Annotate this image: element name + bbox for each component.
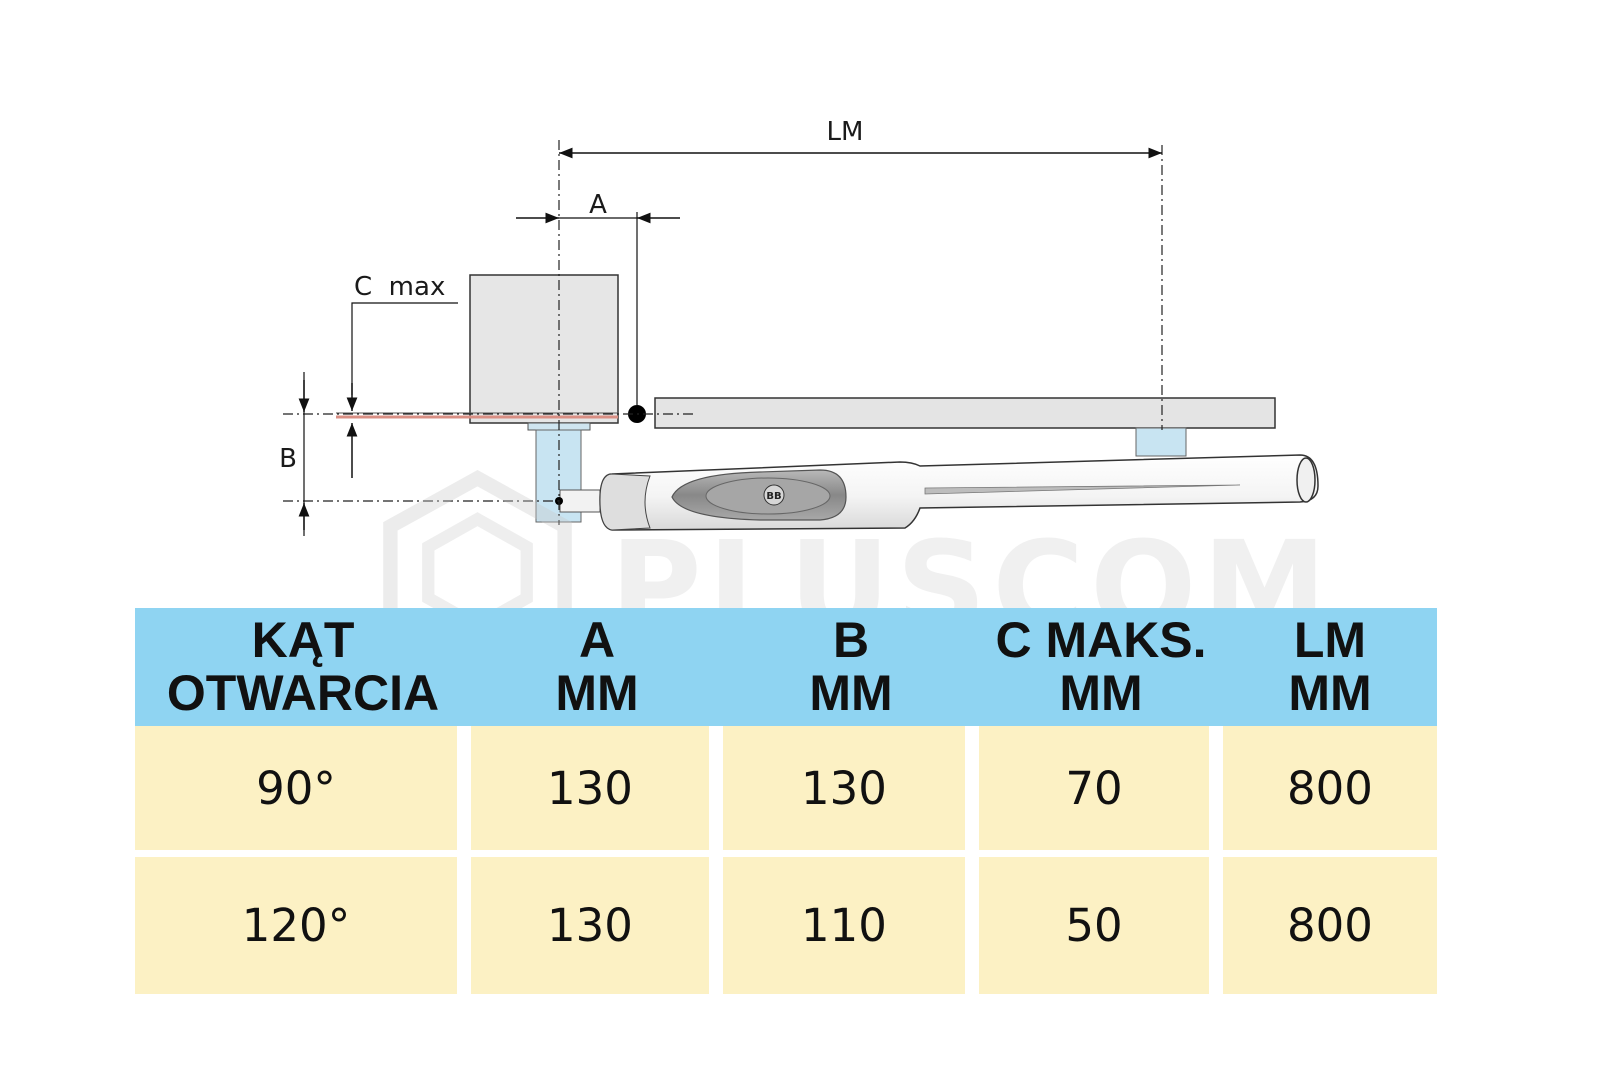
cell-c-max: 50 [979,857,1223,994]
header-c-max: C MAKS.MM [979,608,1223,726]
table-row: 90° 130 130 70 800 [135,726,1437,857]
table-row: 120° 130 110 50 800 [135,857,1437,994]
cell-lm: 800 [1223,857,1437,994]
gate-leaf [654,397,1276,429]
cell-a: 130 [471,726,723,857]
installation-diagram: BB LM A C max B [279,117,1319,536]
label-a: A [589,190,607,220]
label-lm: LM [827,117,864,147]
label-c-max: C max [354,272,445,302]
cell-c-max: 70 [979,726,1223,857]
cell-lm: 800 [1223,726,1437,857]
cell-b: 110 [723,857,979,994]
front-bracket [1135,427,1187,457]
cell-angle: 120° [135,857,471,994]
cell-b: 130 [723,726,979,857]
c-max-leader [351,302,458,395]
operator-arm: BB [555,454,1319,531]
cell-a: 130 [471,857,723,994]
gate-pillar [469,274,619,424]
cell-angle: 90° [135,726,471,857]
svg-text:BB: BB [766,491,781,502]
label-b: B [279,444,297,474]
